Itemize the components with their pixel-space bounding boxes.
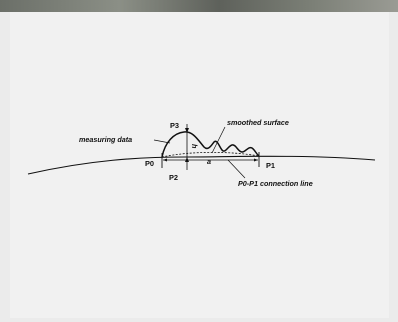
connection-line-leader (227, 159, 246, 179)
p0-label: P0 (145, 159, 154, 168)
p1-label: P1 (266, 161, 275, 170)
connection-line-label: P0-P1 connection line (238, 179, 313, 188)
a-label: a (207, 157, 211, 166)
p2-label: P2 (169, 173, 178, 182)
measuring-data-label: measuring data (79, 135, 132, 144)
h-arrow-top (185, 128, 189, 133)
surface-curve (27, 155, 376, 175)
smoothed-surface-dashed (161, 151, 260, 158)
p3-label: P3 (170, 121, 179, 130)
measuring-data-leader (153, 139, 171, 144)
h-label: h (190, 144, 199, 149)
top-image-strip (0, 0, 398, 12)
arrow-right (254, 158, 258, 162)
smoothed-surface-label: smoothed surface (227, 118, 289, 127)
smoothed-surface-leader (211, 126, 226, 154)
h-arrow-bottom (185, 157, 189, 162)
arrow-left (163, 158, 167, 162)
measuring-data-curve (161, 131, 260, 158)
